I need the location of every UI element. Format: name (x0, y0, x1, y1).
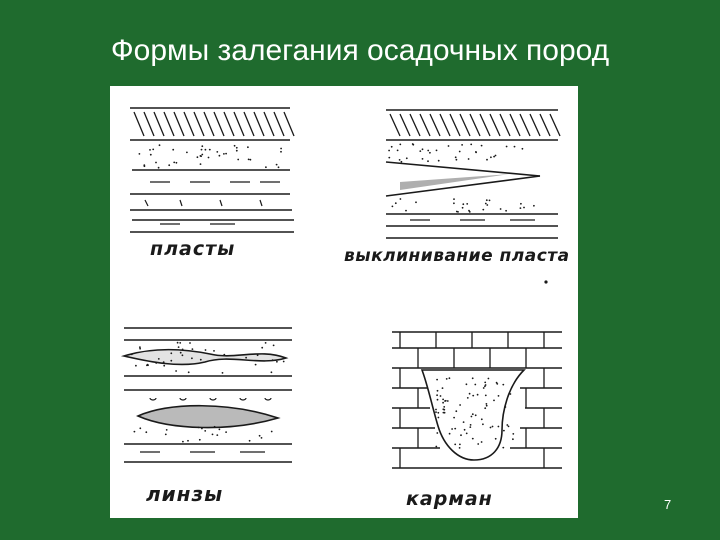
panel-pocket-drawing (392, 331, 562, 469)
bedding-diagrams (120, 107, 562, 469)
panel-pinchout-drawing (385, 109, 561, 284)
caption-pinchout: выклинивание пласта (344, 246, 570, 266)
rock-bedding-figure: пласты выклинивание пласта линзы карман (110, 86, 578, 518)
caption-layers: пласты (150, 238, 236, 260)
panel-layers-drawing (130, 107, 295, 233)
caption-lenses: линзы (146, 482, 224, 506)
slide-title: Формы залегания осадочных пород (110, 34, 610, 67)
page-number: 7 (664, 497, 672, 512)
caption-pocket: карман (406, 488, 493, 510)
panel-lenses-drawing (120, 327, 292, 463)
